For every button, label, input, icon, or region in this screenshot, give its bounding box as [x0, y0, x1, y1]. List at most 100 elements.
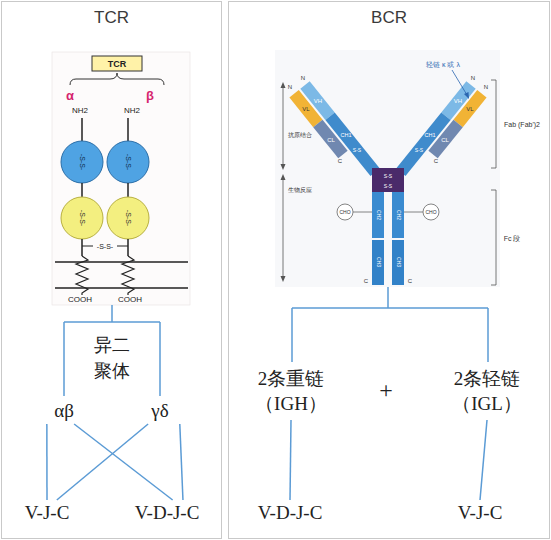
chain-line	[127, 239, 129, 256]
connector-line	[290, 420, 291, 500]
bond-label: -S-S-	[79, 154, 86, 170]
gene-segment: V-J-C	[445, 500, 515, 526]
hinge-region	[372, 168, 404, 192]
bracket-line	[63, 322, 65, 396]
node-text: V-J-C	[25, 501, 70, 526]
terminus-label: NH2	[124, 107, 140, 115]
vl-domain	[453, 90, 486, 127]
bond-label: S-S	[353, 148, 361, 153]
panel-frame: TCR αβ γδV-J-C V-D-J-C	[1, 1, 222, 539]
glycan-circle	[423, 204, 439, 220]
bracket-line	[292, 307, 488, 309]
chain-name: β	[146, 89, 154, 102]
panel-title: BCR	[229, 9, 549, 26]
node-text: V-J-C	[458, 501, 503, 526]
glycan-label: CHO	[425, 210, 436, 215]
node-text: V-D-J-C	[258, 501, 323, 526]
bond-label: -S-S-	[97, 243, 113, 250]
terminus-label: N	[484, 84, 488, 90]
bracket-line	[487, 308, 489, 362]
node-text: 2条重链 （IGH）	[245, 367, 337, 416]
terminus-label: C	[408, 278, 412, 284]
span-arrow	[283, 86, 284, 166]
panel-title: TCR	[2, 9, 221, 26]
connector-line	[480, 420, 487, 500]
function-label: 抗原结合	[288, 132, 312, 138]
brace	[70, 73, 164, 85]
connector-stroke	[57, 424, 148, 500]
terminus-label: COOH	[118, 296, 142, 304]
domain-label: CL	[327, 137, 335, 143]
region-bracket	[491, 190, 496, 285]
chain-line	[127, 118, 129, 141]
ch3-domain	[392, 240, 404, 285]
arrow-head	[464, 92, 469, 99]
constant-domain	[107, 197, 149, 239]
bracket-line	[387, 287, 389, 308]
variable-domain	[107, 141, 149, 183]
badge-box	[92, 56, 142, 71]
connector-stroke	[46, 424, 48, 500]
function-label: 生物反应	[288, 187, 312, 193]
terminus-label: C	[338, 158, 342, 164]
chain-line	[81, 118, 83, 141]
node-text: γδ	[151, 399, 168, 424]
domain-label: VL	[302, 106, 309, 112]
bcr-illustration	[275, 50, 500, 287]
transmembrane-coil	[122, 256, 134, 295]
panel-frame: BCR 2条重链 （IGH） 2条轻链 （IGL） V-D-J-C V-J-C	[228, 1, 550, 539]
illustration-frame	[275, 50, 500, 287]
bracket-note: 异二 聚体	[91, 332, 133, 384]
domain-label: CL	[441, 137, 449, 143]
terminus-label: COOH	[68, 296, 92, 304]
cl-domain	[313, 120, 347, 159]
terminus-label: C	[434, 158, 438, 164]
cl-domain	[428, 120, 462, 159]
region-label: Fc 段	[504, 235, 521, 242]
bracket-line	[64, 321, 160, 323]
region-bracket	[491, 80, 496, 168]
bond-label: S-S	[384, 174, 392, 179]
domain-label: CH1	[340, 133, 351, 139]
bracket-line	[291, 308, 293, 362]
bracket-line	[159, 322, 161, 396]
tcr-illustration	[52, 52, 190, 305]
domain-label: CH3	[396, 257, 401, 267]
variable-domain	[61, 141, 103, 183]
tcr-bracket	[64, 305, 160, 396]
connector-line	[180, 424, 183, 500]
disulfide-bond	[117, 246, 128, 247]
connector-stroke	[180, 424, 183, 500]
badge-label: TCR	[108, 59, 127, 68]
domain-label: CH1	[424, 133, 435, 139]
domain-label: VL	[466, 106, 473, 112]
bracket-line	[111, 305, 113, 322]
membrane-line	[55, 261, 188, 263]
terminus-label: C	[364, 278, 368, 284]
bond-label: S-S	[384, 184, 392, 189]
constant-domain	[61, 197, 103, 239]
connector-stroke	[74, 424, 173, 500]
glycan-link	[404, 212, 423, 213]
arrow-head	[281, 164, 286, 170]
ch3-domain	[372, 240, 384, 285]
node-text: 2条轻链 （IGL）	[441, 367, 533, 416]
gene-segment: V-D-J-C	[120, 500, 214, 526]
gene-segment: V-J-C	[12, 500, 82, 526]
bond-label: -S-S-	[125, 154, 132, 170]
membrane-line	[55, 287, 188, 289]
chain-pair: γδ	[138, 398, 182, 424]
terminus-label: N	[471, 75, 475, 81]
disulfide-bond	[82, 246, 93, 247]
chain-pair: αβ	[42, 398, 86, 424]
domain-label: CH2	[396, 210, 401, 220]
bond-label: -S-S-	[79, 210, 86, 226]
connector-line	[57, 424, 148, 500]
terminus-label: NH2	[72, 107, 88, 115]
terminus-label: N	[288, 84, 292, 90]
gene-segment: V-D-J-C	[243, 500, 337, 526]
terminus-label: N	[301, 75, 305, 81]
